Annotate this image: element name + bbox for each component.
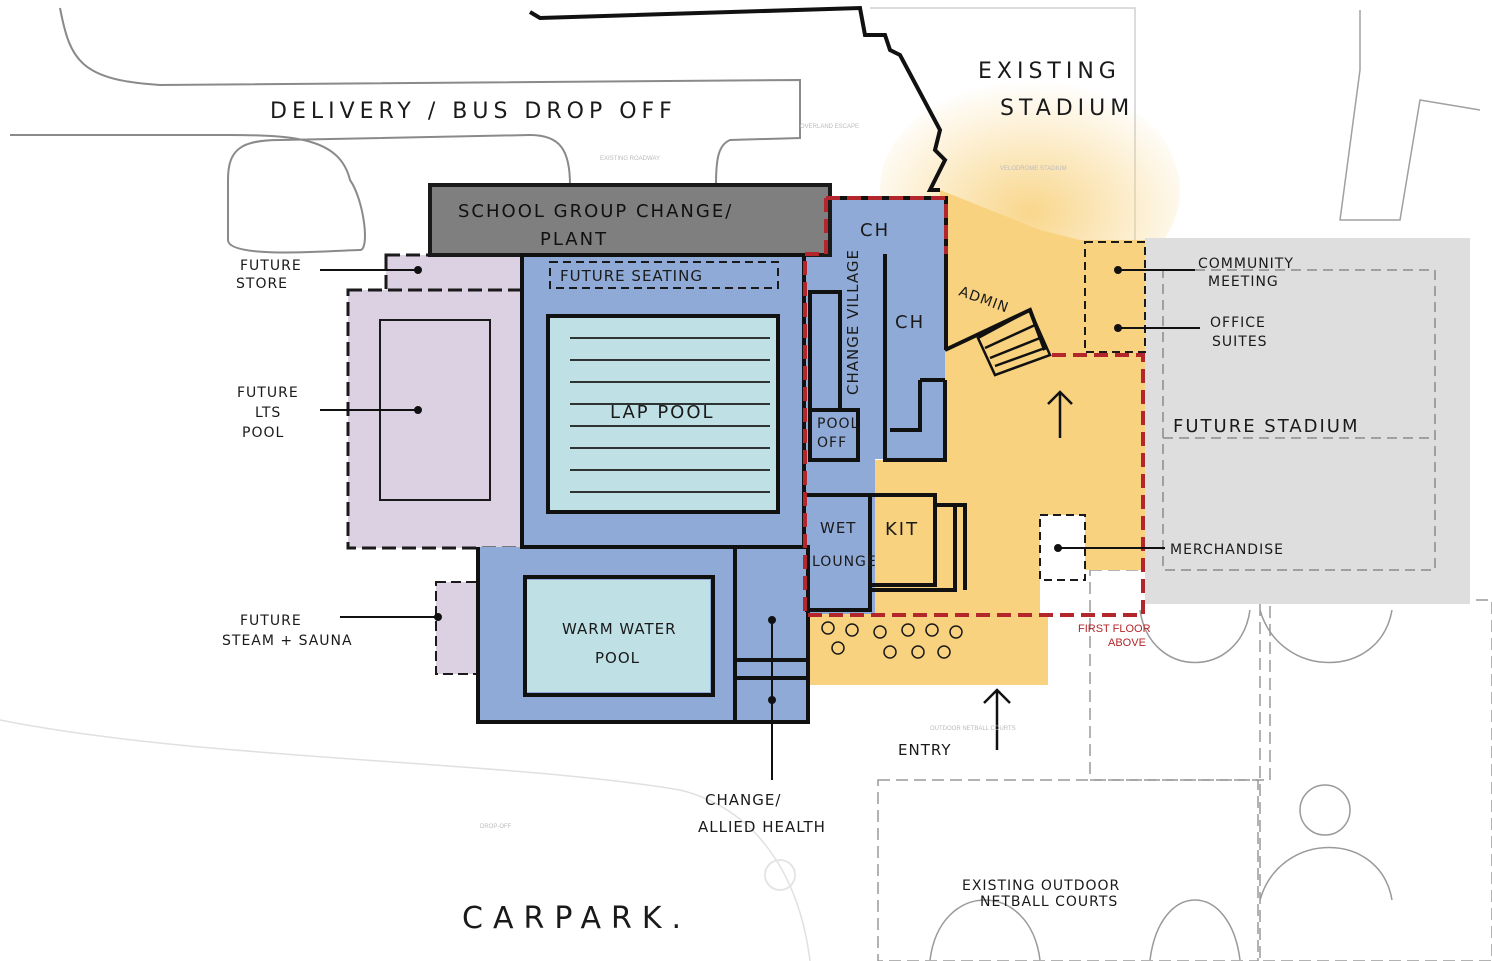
foyer-zone	[810, 190, 1145, 685]
first-floor-outline	[803, 196, 1145, 617]
label-future-lts-1: FUTURE	[237, 385, 299, 401]
east-context-line	[1339, 10, 1481, 221]
lap-pool-water	[550, 318, 776, 510]
label-wet-lounge-1: WET	[820, 519, 856, 537]
stadium-dashed-boxes	[1039, 241, 1146, 581]
existing-stadium-edge	[528, 5, 948, 192]
label-future-steam-1: FUTURE	[240, 613, 302, 629]
label-community-1: COMMUNITY	[1198, 256, 1294, 272]
warm-water-pool-water	[527, 580, 710, 692]
svg-text:OVERLAND ESCAPE: OVERLAND ESCAPE	[800, 124, 859, 130]
future-zones	[346, 253, 528, 675]
label-entry: ENTRY	[898, 741, 952, 759]
label-future-store-2: STORE	[236, 276, 288, 292]
roundabout	[764, 859, 796, 891]
future-seating-box	[549, 261, 779, 289]
label-change-village: CHANGE VILLAGE	[844, 249, 862, 395]
label-future-lts-2: LTS	[255, 405, 281, 421]
label-future-seating: FUTURE SEATING	[560, 267, 703, 285]
future-lts-zone	[346, 288, 525, 550]
label-office-1: OFFICE	[1210, 315, 1266, 331]
label-lap-pool: LAP POOL	[610, 402, 715, 423]
label-delivery: DELIVERY / BUS DROP OFF	[270, 99, 677, 124]
label-future-steam-2: STEAM + SAUNA	[222, 633, 353, 649]
label-first-floor-2: ABOVE	[1108, 637, 1146, 649]
label-first-floor-1: FIRST FLOOR	[1078, 623, 1151, 635]
label-carpark: CARPARK.	[462, 901, 691, 936]
label-wet-lounge-2: LOUNGE	[812, 554, 877, 570]
label-change-allied-1: CHANGE/	[705, 791, 781, 809]
label-existing-stadium-1: EXISTING	[978, 59, 1121, 84]
label-pool-off-2: OFF	[817, 435, 847, 451]
entry-arrow	[983, 688, 1011, 750]
label-ch-mid: CH	[895, 312, 925, 333]
label-school-group-2: PLANT	[540, 229, 608, 250]
label-warm-water-2: POOL	[595, 649, 640, 667]
label-future-stadium: FUTURE STADIUM	[1173, 416, 1360, 437]
court-arcs	[929, 609, 1393, 961]
label-pool-off-1: POOL	[817, 416, 859, 432]
building-walls	[476, 5, 1047, 724]
future-store-zone	[384, 253, 528, 294]
label-community-2: MEETING	[1208, 274, 1279, 290]
labels: EXISTING STADIUM DELIVERY / BUS DROP OFF…	[222, 59, 1360, 936]
pool-water	[527, 318, 776, 692]
label-outdoor-netball-2: NETBALL COURTS	[980, 894, 1118, 910]
label-existing-stadium-2: STADIUM	[1000, 96, 1134, 121]
label-merchandise: MERCHANDISE	[1170, 542, 1284, 558]
label-warm-water-1: WARM WATER	[562, 620, 677, 638]
label-outdoor-netball-1: EXISTING OUTDOOR	[962, 878, 1120, 894]
label-office-2: SUITES	[1212, 334, 1268, 350]
svg-text:EXISTING ROADWAY: EXISTING ROADWAY	[600, 156, 660, 162]
svg-text:DROP-OFF: DROP-OFF	[480, 824, 512, 830]
label-school-group-1: SCHOOL GROUP CHANGE/	[458, 201, 733, 222]
label-kit: KIT	[885, 519, 919, 540]
future-stadium-block	[1145, 238, 1470, 604]
label-future-lts-3: POOL	[242, 425, 284, 441]
label-change-allied-2: ALLIED HEALTH	[698, 818, 826, 836]
stair-core	[976, 308, 1052, 377]
lap-pool-lanes	[570, 337, 770, 493]
leader-lines	[320, 266, 1200, 780]
label-ch-top: CH	[860, 220, 890, 241]
svg-text:VELODROME STADIUM: VELODROME STADIUM	[1000, 166, 1067, 172]
carpark-curve	[0, 719, 811, 961]
entry-arrows	[983, 390, 1073, 750]
delivery-road	[10, 7, 801, 254]
future-steam-zone	[435, 581, 482, 675]
foyer-arrow	[1047, 390, 1073, 438]
label-future-store-1: FUTURE	[240, 258, 302, 274]
entry-planters	[821, 621, 963, 659]
svg-text:OUTDOOR NETBALL COURTS: OUTDOOR NETBALL COURTS	[930, 726, 1016, 732]
